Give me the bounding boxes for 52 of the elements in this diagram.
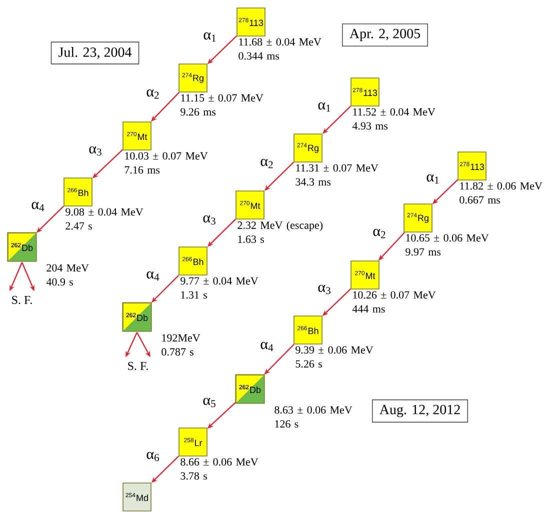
fission-label: S. F. — [12, 296, 32, 304]
edge-label: α$_{2}$ — [260, 158, 273, 168]
edge-label: α$_{1}$ — [426, 174, 439, 184]
decay-energy-text: 11.82 ± 0.06 MeV 0.667 ms — [460, 182, 542, 204]
nuclide-box: $^{266}$Bh — [178, 246, 208, 276]
edge-label: α$_{2}$ — [146, 89, 159, 99]
decay-energy-text: 10.26 ± 0.07 MeV 444 ms — [352, 291, 436, 313]
date-box: Apr. 2, 2005 — [342, 23, 428, 47]
edge-label: α$_{2}$ — [373, 228, 386, 238]
nuclide-box: $^{262}$Db — [235, 374, 265, 404]
decay-energy-text: 204 MeV 40.9 s — [46, 264, 89, 286]
date-box: Jul. 23, 2004 — [50, 42, 140, 64]
decay-energy-text: 2.32 MeV (escape) 1.63 s — [238, 221, 323, 243]
decay-energy-text: 9.39 ± 0.06 MeV 5.26 s — [296, 346, 374, 368]
nuclide-box: $^{278}$113 — [458, 152, 486, 180]
date-box: Aug. 12, 2012 — [372, 399, 468, 423]
nuclide-box: $^{278}$113 — [236, 8, 266, 36]
nuclide-box: $^{270}$Mt — [122, 122, 152, 150]
decay-energy-text: 11.15 ± 0.07 MeV 9.26 ms — [180, 94, 264, 116]
decay-energy-text: 11.52 ± 0.04 MeV 4.93 ms — [352, 108, 436, 130]
edge-label: α$_{1}$ — [318, 102, 330, 112]
edge-label: α$_{3}$ — [318, 284, 330, 294]
edge-label: α$_{1}$ — [204, 32, 216, 42]
edge-label: α$_{3}$ — [203, 215, 216, 225]
decay-energy-text: 8.66 ± 0.06 MeV 3.78 s — [180, 458, 258, 480]
nuclide-box: $^{274}$Rg — [294, 134, 322, 162]
nuclide-box: $^{274}$Rg — [178, 64, 208, 92]
nuclide-box: $^{258}$Lr — [178, 428, 208, 456]
decay-energy-text: 192MeV 0.787 s — [162, 334, 200, 356]
nuclide-box: $^{262}$Db — [7, 232, 37, 262]
decay-energy-text: 11.68 ± 0.04 MeV 0.344 ms — [238, 38, 322, 60]
decay-energy-text: 9.08 ± 0.04 MeV 2.47 s — [66, 208, 144, 230]
nuclide-box: $^{254}$Md — [122, 482, 152, 512]
nuclide-box: $^{278}$113 — [350, 78, 380, 106]
edge-label: α$_{3}$ — [89, 146, 102, 156]
decay-energy-text: 8.63 ± 0.06 MeV 126 s — [274, 406, 352, 428]
nuclide-box: $^{274}$Rg — [404, 204, 432, 232]
nuclide-box: $^{262}$Db — [122, 302, 152, 332]
edge-label: α$_{6}$ — [146, 452, 159, 462]
decay-energy-text: 9.77 ± 0.04 MeV 1.31 s — [180, 277, 258, 299]
edge-label: α$_{4}$ — [260, 342, 274, 352]
edge-label: α$_{4}$ — [146, 271, 160, 281]
fission-label: S. F. — [128, 362, 148, 370]
nuclide-box: $^{270}$Mt — [236, 190, 264, 220]
decay-energy-text: 11.31 ± 0.07 MeV 34.3 ms — [296, 164, 378, 186]
decay-energy-text: 10.65 ± 0.06 MeV 9.97 ms — [406, 234, 489, 256]
edge-label: α$_{5}$ — [203, 398, 216, 408]
nuclide-box: $^{270}$Mt — [350, 260, 380, 290]
nuclide-box: $^{266}$Bh — [64, 178, 92, 206]
edge-label: α$_{4}$ — [32, 202, 44, 212]
decay-energy-text: 10.03 ± 0.07 MeV 7.16 ms — [124, 152, 208, 174]
nuclide-box: $^{266}$Bh — [294, 316, 322, 344]
